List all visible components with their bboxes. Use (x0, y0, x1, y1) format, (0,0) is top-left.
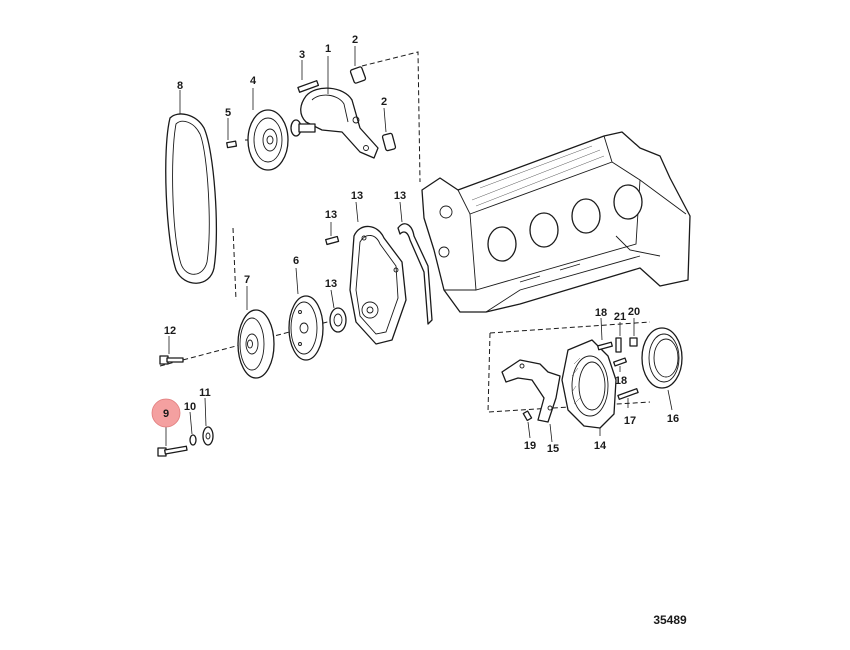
callout-13-cover[interactable]: 13 (351, 190, 363, 202)
callout-11[interactable]: 11 (199, 387, 211, 399)
callout-16[interactable]: 16 (667, 413, 679, 425)
dowel-pin (522, 410, 533, 422)
housing-screw-18a (597, 341, 613, 351)
front-oil-seal (329, 307, 347, 333)
leader-lines (165, 46, 673, 446)
callout-18-upper[interactable]: 18 (595, 307, 607, 319)
housing-screw-long (617, 388, 639, 400)
housing-screw-18b (613, 357, 627, 367)
seal-retainer-bracket (501, 359, 561, 423)
timing-cover-screw (325, 235, 340, 246)
callout-10[interactable]: 10 (184, 401, 196, 413)
callout-9[interactable]: 9 (163, 408, 169, 420)
rear-seal-housing (561, 339, 617, 429)
figure-number: 35489 (653, 613, 687, 627)
callout-5[interactable]: 5 (225, 107, 231, 119)
housing-screw-21 (615, 337, 622, 353)
water-pump-gasket-lower (381, 132, 397, 152)
callout-17[interactable]: 17 (624, 415, 636, 427)
pulley-bolt (159, 355, 184, 365)
housing-nut-20 (629, 337, 638, 347)
callout-20[interactable]: 20 (628, 306, 640, 318)
callout-13-gasket[interactable]: 13 (394, 190, 406, 202)
callout-labels: 1 2 2 3 4 5 8 13 13 13 13 6 7 12 9 10 11… (163, 34, 679, 455)
water-pump-pulley (247, 109, 289, 171)
callout-8[interactable]: 8 (177, 80, 183, 92)
callout-21[interactable]: 21 (614, 311, 626, 323)
callout-7[interactable]: 7 (244, 274, 250, 286)
water-pump (290, 87, 379, 159)
crankshaft-sprocket (288, 295, 324, 361)
crankshaft-pulley (237, 309, 275, 379)
callout-2-lower[interactable]: 2 (381, 96, 387, 108)
callout-13-screw[interactable]: 13 (325, 209, 337, 221)
callout-1[interactable]: 1 (325, 43, 331, 55)
lock-washer (189, 434, 197, 446)
callout-4[interactable]: 4 (250, 75, 257, 87)
callout-12[interactable]: 12 (164, 325, 176, 337)
callout-6[interactable]: 6 (293, 255, 299, 267)
callout-19[interactable]: 19 (524, 440, 536, 452)
rear-main-seal (641, 327, 683, 389)
drive-belt (165, 113, 218, 284)
water-pump-gasket-upper (349, 66, 367, 84)
flat-washer (202, 426, 214, 446)
balancer-bolt (157, 445, 188, 457)
engine-block (421, 131, 691, 313)
callout-13-seal[interactable]: 13 (325, 278, 337, 290)
pulley-bolt-small (226, 140, 238, 149)
callout-3[interactable]: 3 (299, 49, 305, 61)
water-pump-bolt (297, 80, 320, 93)
callout-2-upper[interactable]: 2 (352, 34, 358, 46)
selected-part-highlight[interactable] (151, 398, 181, 428)
callout-15[interactable]: 15 (547, 443, 559, 455)
callout-18-lower[interactable]: 18 (615, 375, 627, 387)
timing-cover (349, 225, 407, 345)
callout-14[interactable]: 14 (594, 440, 607, 452)
timing-cover-gasket (397, 223, 433, 325)
